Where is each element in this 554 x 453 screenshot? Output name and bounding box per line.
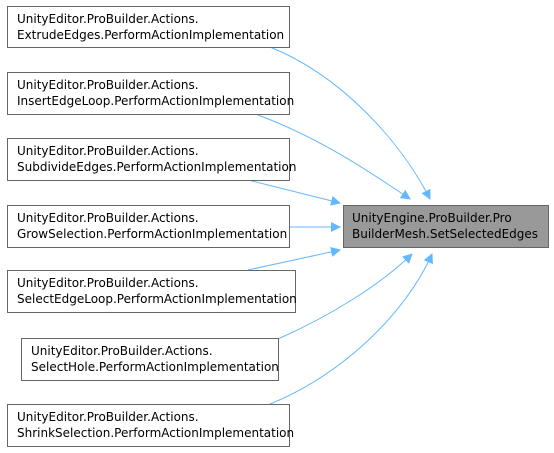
edge-shrink-selection [269,253,433,405]
caller-node-3[interactable]: UnityEditor.ProBuilder.Actions. GrowSele… [7,205,290,248]
edge-subdivide-edges [247,179,341,206]
caller-node-3-line2: GrowSelection.PerformActionImplementatio… [17,227,287,241]
caller-node-4-line1: UnityEditor.ProBuilder.Actions. [17,276,199,290]
caller-node-0[interactable]: UnityEditor.ProBuilder.Actions. ExtrudeE… [7,6,290,48]
caller-node-2[interactable]: UnityEditor.ProBuilder.Actions. Subdivid… [7,138,297,181]
caller-node-6[interactable]: UnityEditor.ProBuilder.Actions. ShrinkSe… [7,404,295,447]
caller-node-5[interactable]: UnityEditor.ProBuilder.Actions. SelectHo… [21,338,279,381]
caller-node-4[interactable]: UnityEditor.ProBuilder.Actions. SelectEd… [7,270,297,313]
caller-node-2-line2: SubdivideEdges.PerformActionImplementati… [17,160,296,174]
caller-node-5-line1: UnityEditor.ProBuilder.Actions. [31,344,213,358]
caller-node-2-line1: UnityEditor.ProBuilder.Actions. [17,144,199,158]
caller-node-1-line1: UnityEditor.ProBuilder.Actions. [17,78,199,92]
target-node[interactable]: UnityEngine.ProBuilder.Pro BuilderMesh.S… [343,205,549,248]
edge-insert-edge-loop [257,114,411,200]
caller-node-1-line2: InsertEdgeLoop.PerformActionImplementati… [17,94,294,108]
edge-select-hole [277,253,413,340]
edge-extrude-edges [269,46,431,200]
caller-node-0-line1: UnityEditor.ProBuilder.Actions. [17,12,199,26]
edges [247,46,433,405]
caller-node-5-line2: SelectHole.PerformActionImplementation [31,360,279,374]
caller-node-3-line1: UnityEditor.ProBuilder.Actions. [17,211,199,225]
caller-node-6-line1: UnityEditor.ProBuilder.Actions. [17,410,199,424]
edge-select-edge-loop [247,247,341,271]
target-node-line1: UnityEngine.ProBuilder.Pro [352,211,512,225]
caller-node-0-line2: ExtrudeEdges.PerformActionImplementation [17,28,284,42]
caller-node-6-line2: ShrinkSelection.PerformActionImplementat… [17,426,294,440]
caller-node-4-line2: SelectEdgeLoop.PerformActionImplementati… [17,292,297,306]
caller-node-1[interactable]: UnityEditor.ProBuilder.Actions. InsertEd… [7,72,295,115]
target-node-line2: BuilderMesh.SetSelectedEdges [352,227,538,241]
